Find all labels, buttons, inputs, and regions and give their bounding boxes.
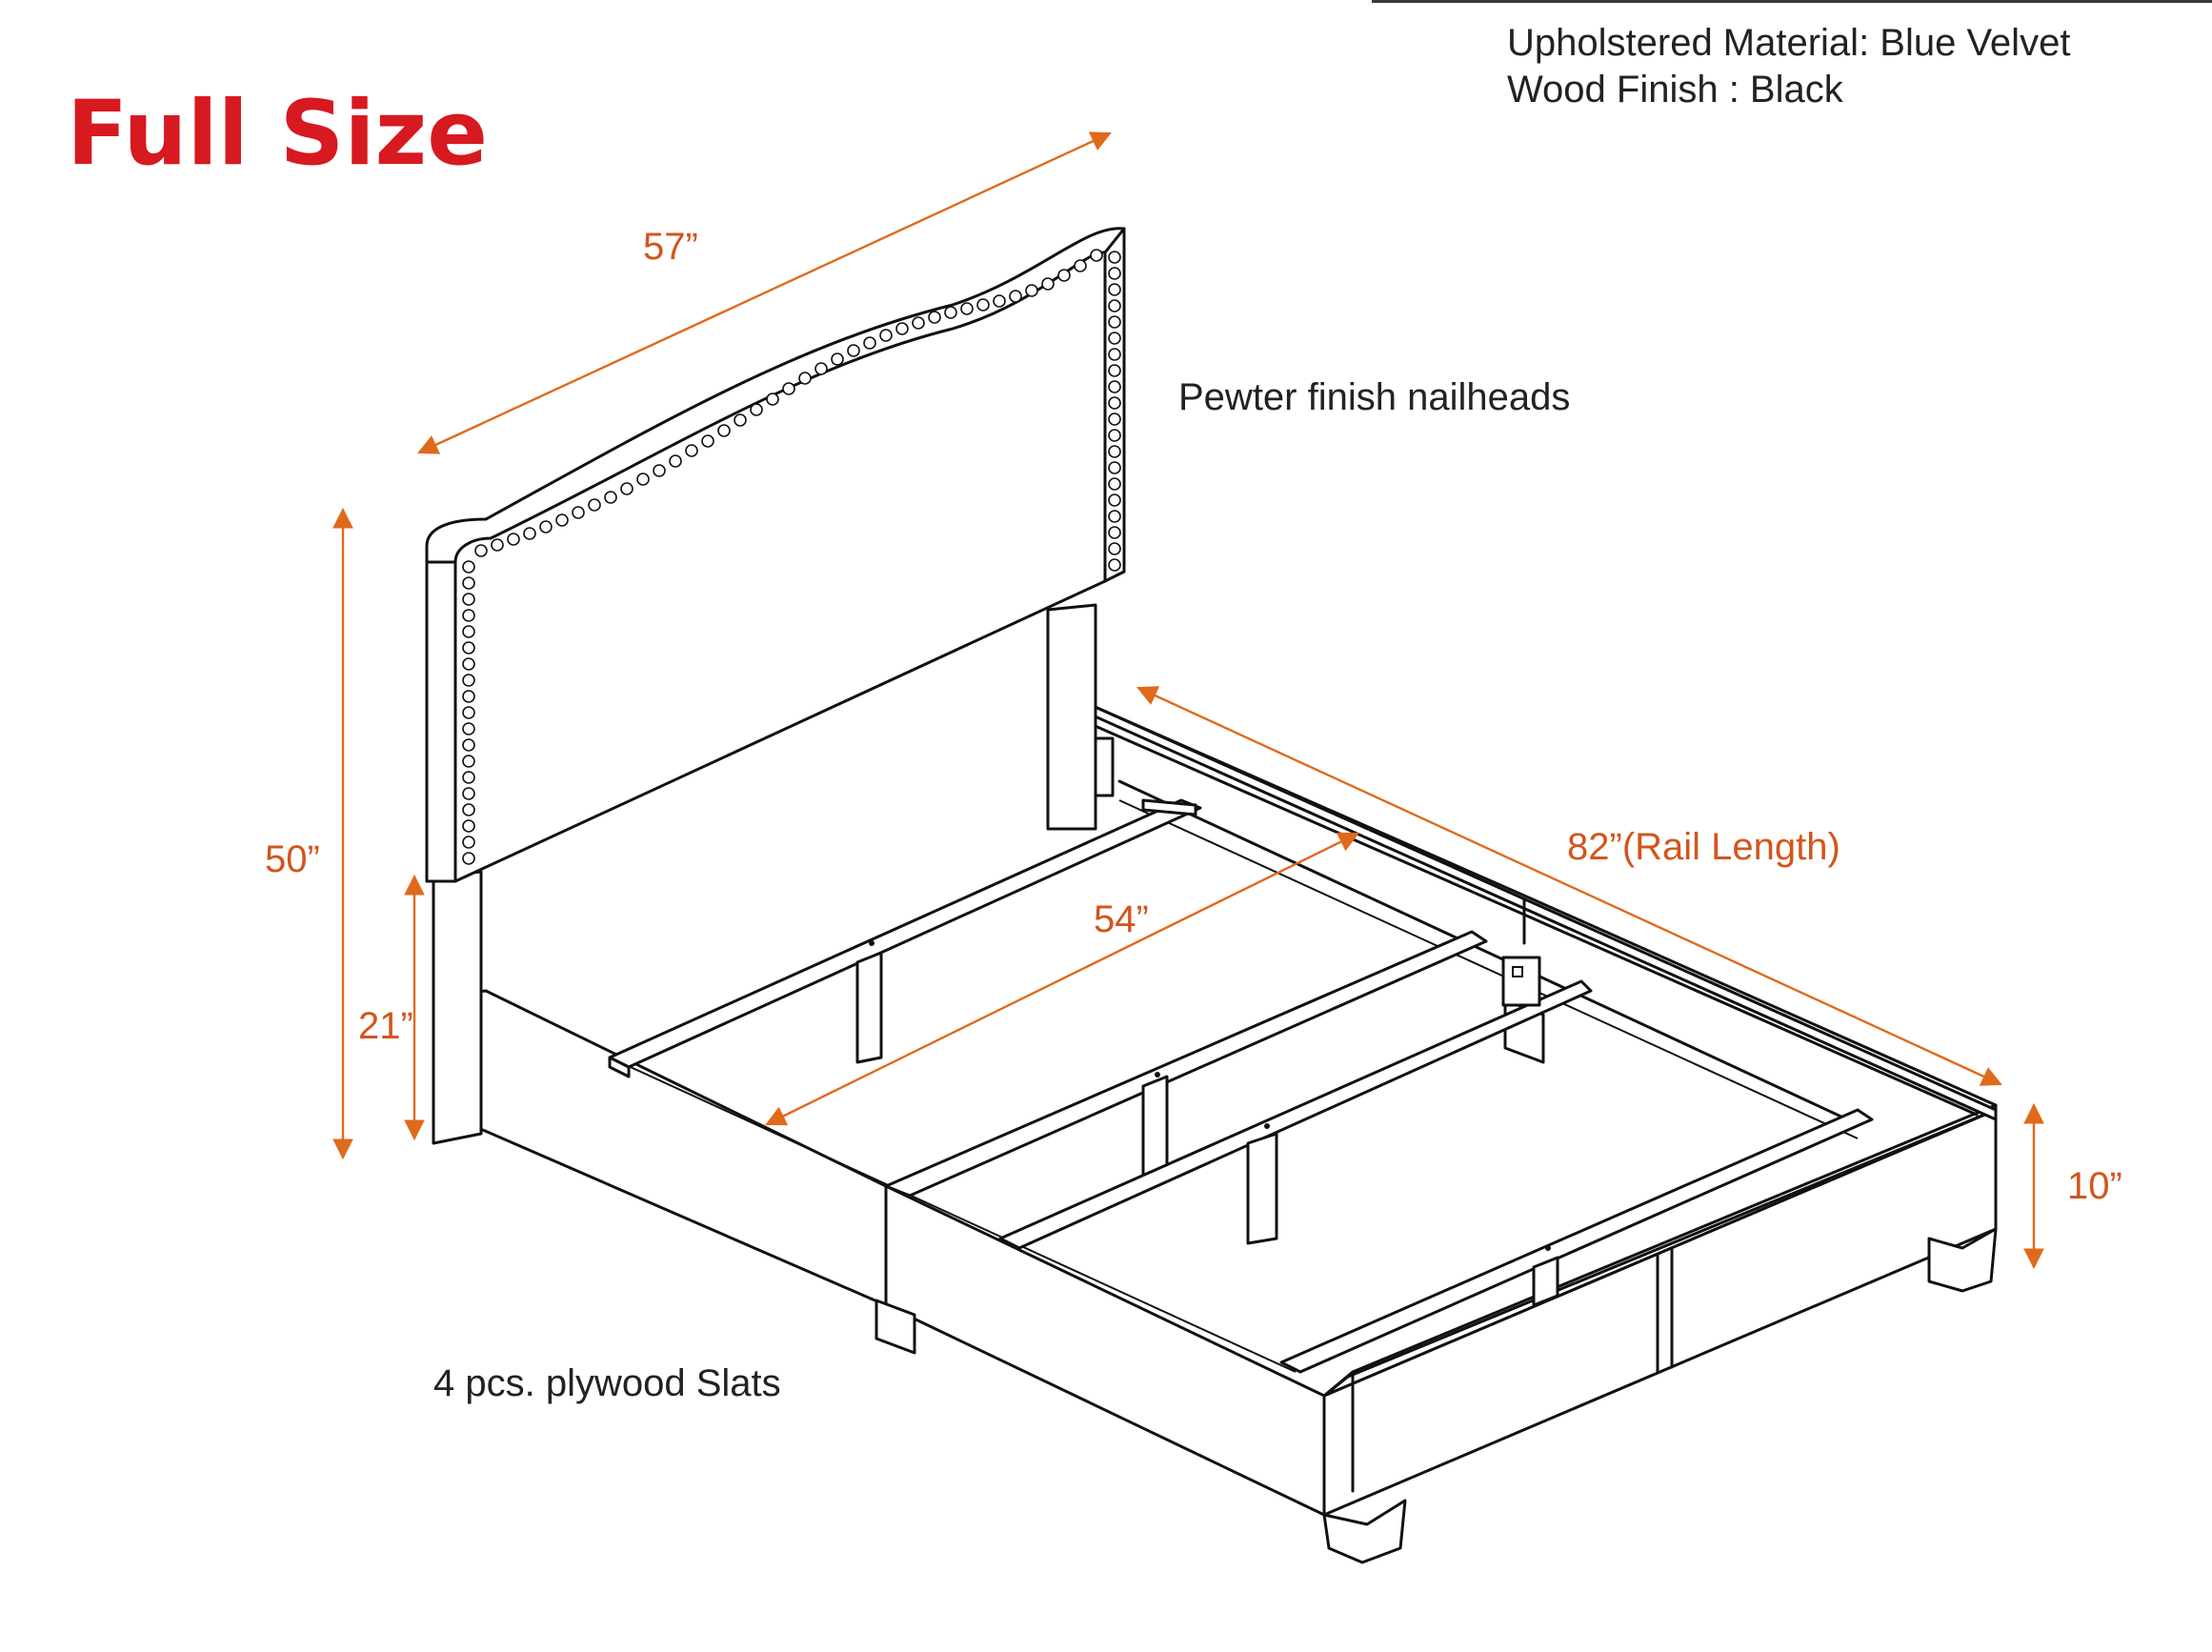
headboard-width-label: 57”: [643, 226, 698, 268]
dimension-lines: [332, 131, 2044, 1270]
nailheads-callout: Pewter finish nailheads: [1178, 376, 1570, 418]
headboard: [425, 227, 1126, 1145]
inner-width-arrow: [765, 832, 1359, 1126]
nailheads-right: [1108, 251, 1121, 572]
spec-finish: Wood Finish : Black: [1507, 69, 1844, 111]
page-title: Full Size: [67, 82, 488, 186]
nailheads-left: [462, 560, 475, 865]
rail-height-label: 21”: [358, 1005, 413, 1047]
slats-callout: 4 pcs. plywood Slats: [433, 1362, 781, 1404]
side-height-label: 10”: [2067, 1165, 2122, 1207]
rail-length-label: 82”(Rail Length): [1567, 826, 1840, 868]
spec-material: Upholstered Material: Blue Velvet: [1507, 22, 2070, 64]
headboard-width-arrow: [417, 131, 1112, 454]
overall-height-label: 50”: [265, 838, 320, 880]
top-edge-strip: [1372, 0, 2212, 3]
rail-length-arrow: [1136, 686, 2002, 1086]
inner-width-label: 54”: [1094, 898, 1149, 940]
